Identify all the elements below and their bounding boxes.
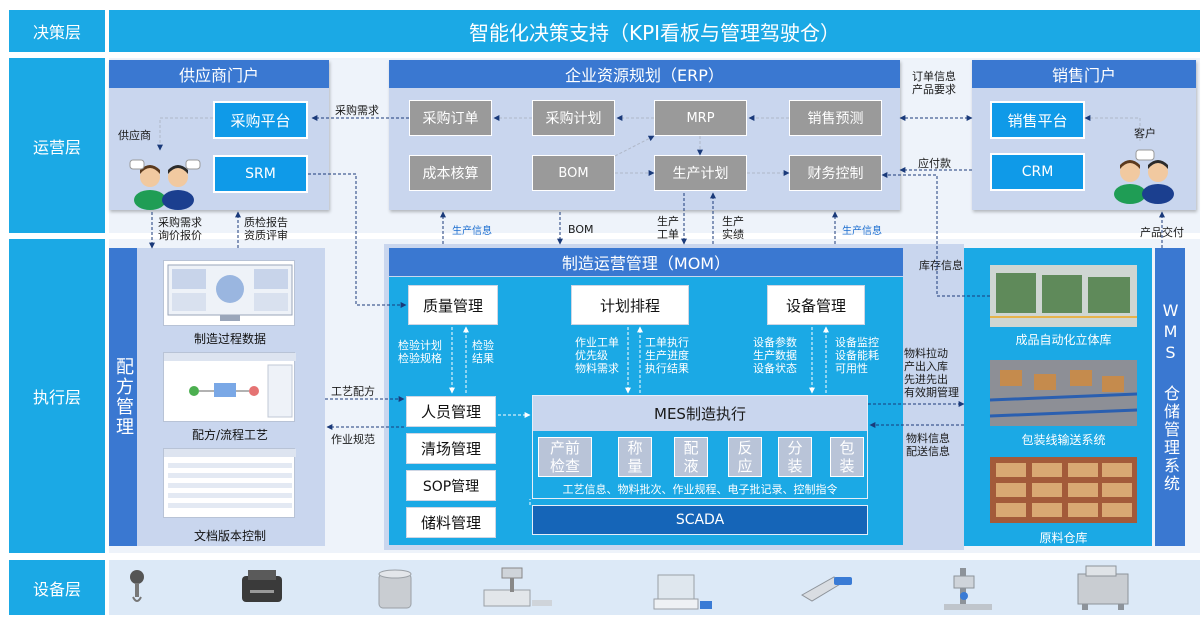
erp-purchase-plan[interactable]: 采购计划 [532,100,615,136]
mes-title: MES制造执行 [533,396,867,431]
equip-notes-right: 设备监控 设备能耗 可用性 [835,336,879,375]
quality-notes-right: 检验 结果 [472,339,494,365]
quality-management-box[interactable]: 质量管理 [408,285,498,325]
tank-icon [375,568,415,612]
packaging-machine-icon [1072,564,1134,612]
weighing-station-icon [480,566,554,610]
flow-bom: BOM [568,223,594,236]
clearance-management-box[interactable]: 清场管理 [406,433,496,464]
equipment-management-box[interactable]: 设备管理 [767,285,865,325]
crm-box[interactable]: CRM [990,153,1085,191]
wms-caption-1: 成品自动化立体库 [1015,333,1112,347]
recipe-caption-3: 文档版本控制 [193,529,266,543]
decision-banner: 智能化决策支持（KPI看板与管理驾驶仓） [109,10,1200,52]
flow-inventory-info: 库存信息 [919,259,963,272]
personnel-management-box[interactable]: 人员管理 [406,396,496,427]
packaging-conveyor-image [989,360,1138,426]
flow-production-info-left: 生产信息 [452,226,492,237]
flow-production-info-right: 生产信息 [842,226,882,237]
layer-device: 设备层 [9,560,105,615]
mes-module-filling[interactable]: 分 装 [778,437,812,477]
mes-module-packaging[interactable]: 包 装 [830,437,864,477]
mes-module-weighing[interactable]: 称 量 [618,437,652,477]
scale-icon [125,567,149,607]
scada-box[interactable]: SCADA [532,505,868,535]
supplier-portal-title: 供应商门户 [109,60,329,88]
erp-bom[interactable]: BOM [532,155,615,191]
recipe-caption-2: 配方/流程工艺 [191,428,269,442]
flow-quality-report: 质检报告 资质评审 [244,216,288,242]
erp-cost-accounting[interactable]: 成本核算 [409,155,492,191]
planning-scheduling-box[interactable]: 计划排程 [571,285,689,325]
quality-notes-left: 检验计划 检验规格 [398,339,442,365]
supplier-people-icon [129,159,201,210]
flow-purchase-inquiry: 采购需求 询价报价 [158,216,202,242]
mes-module-reaction[interactable]: 反 应 [728,437,762,477]
erp-finance-control[interactable]: 财务控制 [789,155,882,191]
sales-portal-title: 销售门户 [972,60,1196,88]
recipe-caption-1: 制造过程数据 [193,332,266,346]
erp-purchase-order[interactable]: 采购订单 [409,100,492,136]
plan-notes-left: 作业工单 优先级 物料需求 [575,336,619,375]
label-printer-icon [240,568,284,604]
erp-mrp[interactable]: MRP [654,100,747,136]
layer-decision: 决策层 [9,10,105,52]
scanner-icon [798,573,856,603]
supplier-role-label: 供应商 [118,129,151,142]
raw-material-warehouse-image [990,457,1137,523]
customer-people-icon [1110,149,1180,204]
wms-caption-2: 包装线输送系统 [1021,433,1106,447]
flow-production-actual: 生产 实绩 [722,215,744,241]
finished-warehouse-image [990,265,1137,327]
mom-title: 制造运营管理（MOM） [389,248,903,276]
flow-purchase-demand: 采购需求 [335,104,379,117]
flow-material-info: 物料信息 配送信息 [906,432,950,458]
srm-box[interactable]: SRM [213,155,308,193]
flow-order-info: 订单信息 产品要求 [912,70,956,96]
erp-title: 企业资源规划（ERP） [389,60,900,88]
flow-payable: 应付款 [918,157,951,170]
document-version-screenshot [163,448,296,518]
dispenser-icon [940,566,998,612]
equip-notes-left: 设备参数 生产数据 设备状态 [753,336,797,375]
sales-platform-box[interactable]: 销售平台 [990,101,1085,139]
balance-icon [650,571,714,611]
recipe-title: 配方管理 [109,248,137,546]
mes-module-pre-check[interactable]: 产前 检查 [538,437,592,477]
mes-module-liquid-prep[interactable]: 配 液 [674,437,708,477]
wms-caption-3: 原料仓库 [1039,531,1088,545]
layer-operation: 运营层 [9,58,105,233]
erp-sales-forecast[interactable]: 销售预测 [789,100,882,136]
recipe-flow-screenshot [163,352,296,422]
flow-material-pull: 物料拉动 产出入库 先进先出 有效期管理 [904,347,959,399]
layer-execution: 执行层 [9,239,105,553]
flow-work-spec: 作业规范 [331,433,375,446]
flow-process-recipe: 工艺配方 [331,385,375,398]
mes-footer: 工艺信息、物料批次、作业规程、电子批记录、控制指令 [562,483,838,496]
plan-notes-right: 工单执行 生产进度 执行结果 [645,336,689,375]
storage-management-box[interactable]: 储料管理 [406,507,496,538]
flow-production-order: 生产 工单 [657,215,679,241]
sop-management-box[interactable]: SOP管理 [406,470,496,501]
purchase-platform-box[interactable]: 采购平台 [213,101,308,139]
wms-title: WMS 仓储管理系统 [1155,248,1185,546]
process-data-screenshot [163,260,295,326]
